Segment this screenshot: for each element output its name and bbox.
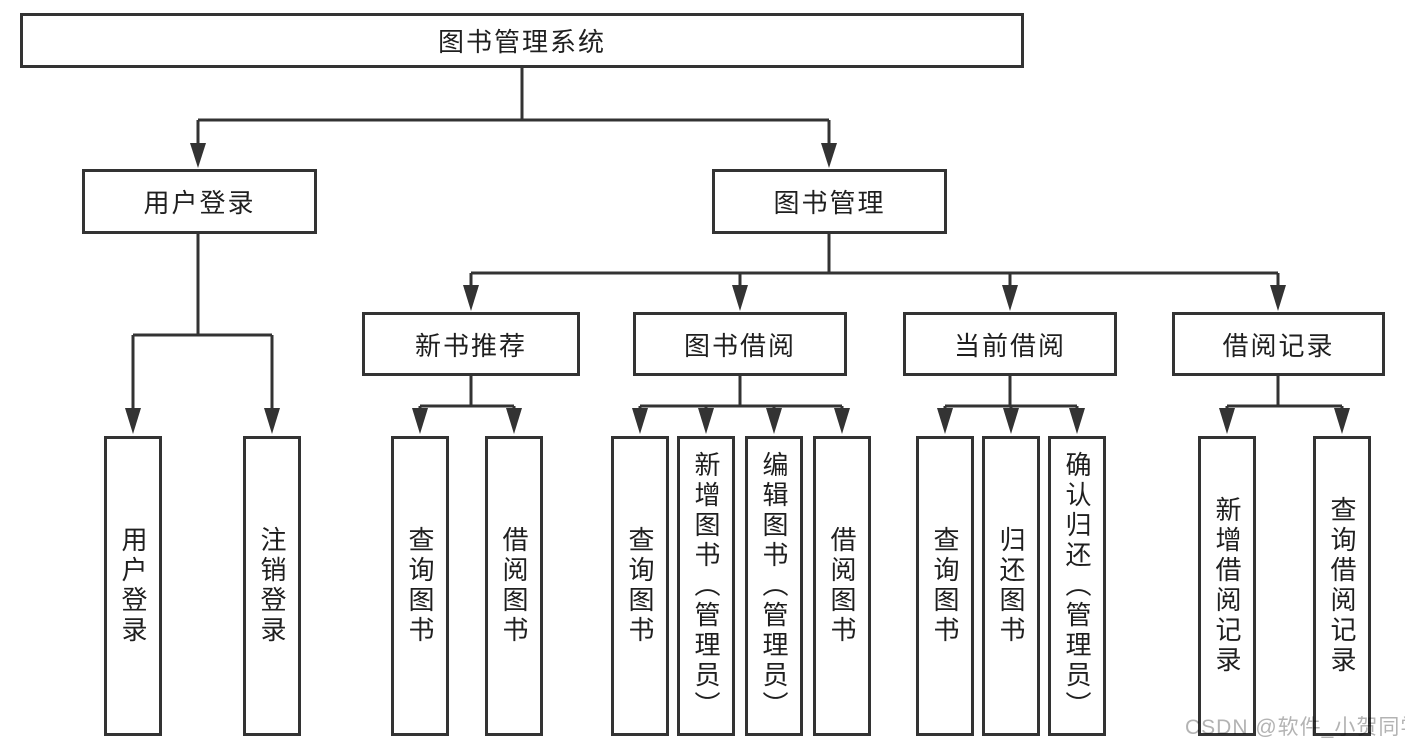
arrowhead <box>732 285 748 311</box>
leaf-query-book-1: 查询图书 <box>391 436 449 736</box>
arrowhead <box>821 143 837 168</box>
node-root: 图书管理系统 <box>20 13 1024 68</box>
node-borrow-record-label: 借阅记录 <box>1222 330 1335 361</box>
leaf-label: 借阅图书 <box>499 526 529 646</box>
arrowhead <box>125 408 141 434</box>
node-current-borrow: 当前借阅 <box>903 312 1117 376</box>
leaf-query-book-2: 查询图书 <box>611 436 669 736</box>
node-user-login-label: 用户登录 <box>143 188 256 218</box>
leaf-label: 查询图书 <box>930 526 960 646</box>
arrowhead <box>1270 285 1286 311</box>
connector-new-book-children <box>418 376 516 410</box>
node-root-label: 图书管理系统 <box>437 27 606 57</box>
arrowhead <box>264 408 280 434</box>
arrowhead <box>632 408 648 434</box>
node-borrow-record: 借阅记录 <box>1172 312 1385 376</box>
connector-user-login-children <box>131 234 274 410</box>
leaf-user-login: 用户登录 <box>104 436 162 736</box>
leaf-label: 新增图书（管理员） <box>691 451 721 721</box>
leaf-confirm-return-admin: 确认归还（管理员） <box>1048 436 1106 736</box>
arrowhead <box>1219 408 1235 434</box>
node-book-borrow-label: 图书借阅 <box>683 330 796 361</box>
leaf-label: 编辑图书（管理员） <box>759 451 789 721</box>
leaf-add-book-admin: 新增图书（管理员） <box>677 436 735 736</box>
arrowhead <box>698 408 714 434</box>
arrowhead <box>834 408 850 434</box>
csdn-watermark: CSDN @软件_小贺同学 <box>1185 716 1405 739</box>
arrowhead <box>1069 408 1085 434</box>
connector-current-borrow-children <box>943 376 1079 410</box>
leaf-label: 归还图书 <box>996 526 1026 646</box>
leaf-query-borrow-record: 查询借阅记录 <box>1313 436 1371 736</box>
leaf-logout: 注销登录 <box>243 436 301 736</box>
arrowhead <box>1334 408 1350 434</box>
connector-book-management-children <box>469 234 1280 287</box>
leaf-return-book: 归还图书 <box>982 436 1040 736</box>
leaf-add-borrow-record: 新增借阅记录 <box>1198 436 1256 736</box>
connector-book-borrow-children <box>638 376 844 410</box>
node-new-book-recommend-label: 新书推荐 <box>414 330 527 361</box>
leaf-label: 借阅图书 <box>827 526 857 646</box>
node-book-borrow: 图书借阅 <box>633 312 847 376</box>
leaf-query-book-3: 查询图书 <box>916 436 974 736</box>
node-user-login: 用户登录 <box>82 169 317 234</box>
arrowhead <box>506 408 522 434</box>
arrowhead <box>190 143 206 168</box>
arrowhead <box>766 408 782 434</box>
arrowhead <box>1003 408 1019 434</box>
connector-borrow-record-children <box>1225 376 1344 410</box>
arrowhead <box>412 408 428 434</box>
leaf-label: 查询图书 <box>405 526 435 646</box>
arrowhead <box>463 285 479 311</box>
leaf-edit-book-admin: 编辑图书（管理员） <box>745 436 803 736</box>
node-new-book-recommend: 新书推荐 <box>362 312 580 376</box>
arrowhead <box>937 408 953 434</box>
connector-root-to-level2 <box>196 68 831 145</box>
leaf-label: 注销登录 <box>257 526 287 646</box>
node-book-management: 图书管理 <box>712 169 947 234</box>
arrowhead <box>1002 285 1018 311</box>
leaf-label: 用户登录 <box>118 526 148 646</box>
node-book-management-label: 图书管理 <box>773 188 886 218</box>
leaf-borrow-book-1: 借阅图书 <box>485 436 543 736</box>
leaf-label: 新增借阅记录 <box>1212 496 1242 676</box>
leaf-borrow-book-2: 借阅图书 <box>813 436 871 736</box>
leaf-label: 确认归还（管理员） <box>1062 451 1092 721</box>
leaf-label: 查询图书 <box>625 526 655 646</box>
node-current-borrow-label: 当前借阅 <box>953 330 1066 361</box>
leaf-label: 查询借阅记录 <box>1327 496 1357 676</box>
